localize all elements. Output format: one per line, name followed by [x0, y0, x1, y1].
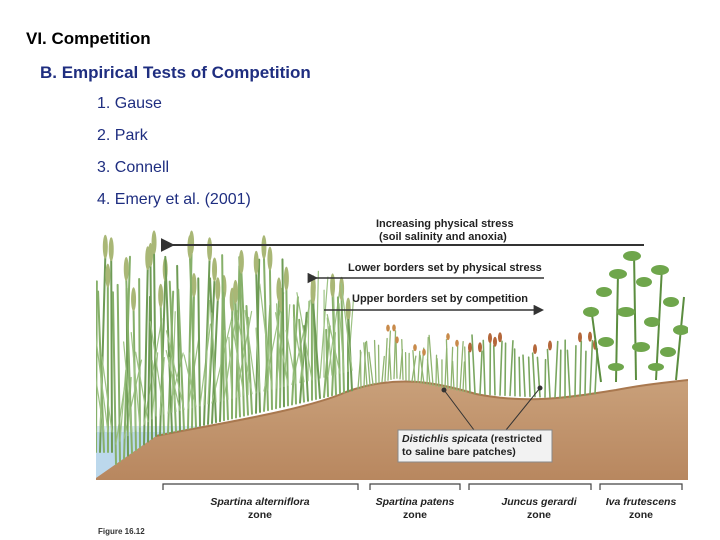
distichlis-callout-box — [397, 429, 553, 463]
slide-heading: VI. Competition — [26, 29, 151, 48]
zone-1-species: Spartina alterniflora — [210, 496, 309, 508]
outline-item-gause: 1. Gause — [97, 95, 162, 112]
distichlis-callout-line2: to saline bare patches) — [402, 446, 516, 458]
spartina-alterniflora-plants — [96, 230, 354, 465]
lower-borders-label: Lower borders set by physical stress — [348, 262, 542, 274]
stress-label-line2: (soil salinity and anoxia) — [379, 231, 507, 243]
zone-4-species: Iva frutescens — [606, 496, 677, 508]
outline-item-connell: 3. Connell — [97, 159, 170, 176]
callout-pointers — [441, 385, 543, 431]
zone-1-label: zone — [248, 509, 272, 521]
juncus-gerardi-plants — [468, 331, 599, 399]
outline-item-emery: 4. Emery et al. (2001) — [97, 191, 251, 208]
upper-borders-label: Upper borders set by competition — [352, 293, 528, 305]
slide-subheading: B. Empirical Tests of Competition — [40, 63, 311, 82]
salt-marsh-figure: Increasing physical stress (soil salinit… — [96, 212, 688, 540]
distichlis-callout-line1: Distichlis spicata (restricted — [402, 433, 542, 445]
zone-3-label: zone — [527, 509, 551, 521]
iva-frutescens-shrub — [590, 251, 685, 383]
outline-item-park: 2. Park — [97, 127, 148, 144]
zone-2-species: Spartina patens — [376, 496, 455, 508]
stress-label-line1: Increasing physical stress — [376, 218, 514, 230]
zone-brackets — [162, 483, 683, 490]
zone-4-label: zone — [629, 509, 653, 521]
figure-number: Figure 16.12 — [98, 527, 145, 536]
spartina-patens-plants — [357, 324, 467, 393]
zone-3-species: Juncus gerardi — [501, 496, 577, 508]
zone-2-label: zone — [403, 509, 427, 521]
